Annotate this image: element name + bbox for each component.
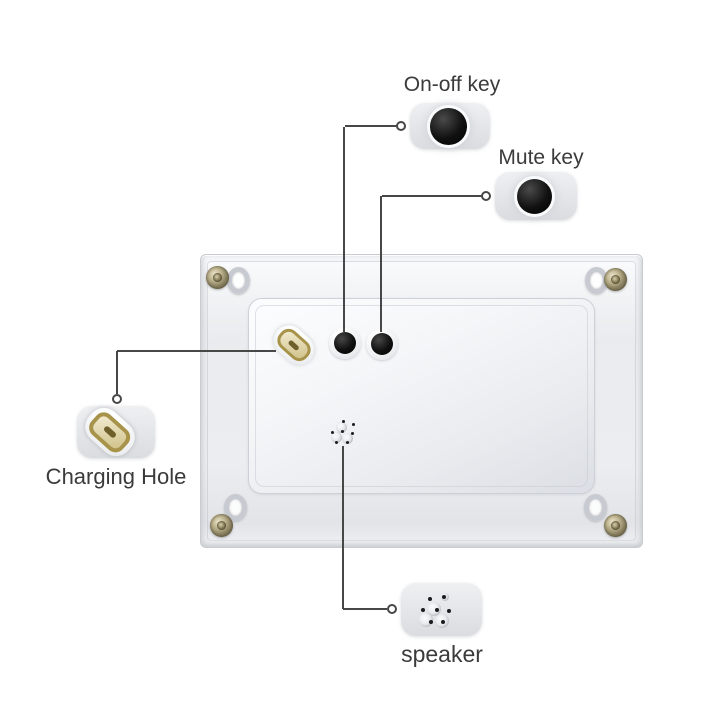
charging-connector-vertical	[116, 351, 118, 394]
charging-hole-callout	[77, 401, 155, 463]
mute-connector-vertical	[380, 196, 382, 332]
device-back-plate	[248, 298, 595, 494]
on-off-key-label: On-off key	[403, 73, 501, 96]
charging-port-slot	[287, 339, 301, 351]
charging-hole-icon	[78, 401, 142, 463]
corner-screw-top-right	[604, 268, 627, 291]
hanger-ring-bottom-left	[224, 494, 247, 521]
corner-screw-top-left	[206, 266, 229, 289]
device-on-off-button	[329, 327, 361, 359]
charging-connector-horizontal	[117, 350, 276, 352]
on-off-button-cap	[334, 332, 356, 354]
speaker-callout	[401, 583, 482, 636]
hanger-ring-bottom-right	[584, 494, 607, 521]
mute-key-label: Mute key	[498, 146, 584, 169]
mute-key-callout	[495, 172, 577, 220]
mute-key-icon	[517, 179, 552, 214]
hanger-ring-top-left	[227, 267, 250, 294]
speaker-connector-endpoint	[387, 604, 397, 614]
on-off-key-callout	[410, 103, 490, 149]
corner-screw-bottom-right	[604, 514, 627, 537]
speaker-label: speaker	[401, 641, 483, 667]
speaker-connector-horizontal	[343, 608, 387, 610]
device-mute-button	[366, 328, 398, 360]
mute-button-cap	[371, 333, 393, 355]
corner-screw-bottom-left	[210, 514, 233, 537]
speaker-connector-vertical	[342, 446, 344, 609]
on-off-key-icon	[430, 108, 467, 145]
on-off-connector-endpoint	[396, 121, 406, 131]
mute-connector-horizontal	[382, 195, 482, 197]
mute-connector-endpoint	[481, 191, 491, 201]
on-off-connector-horizontal	[345, 125, 397, 127]
charging-connector-endpoint	[112, 394, 122, 404]
charging-hole-label: Charging Hole	[45, 464, 187, 489]
on-off-connector-vertical	[343, 127, 345, 332]
